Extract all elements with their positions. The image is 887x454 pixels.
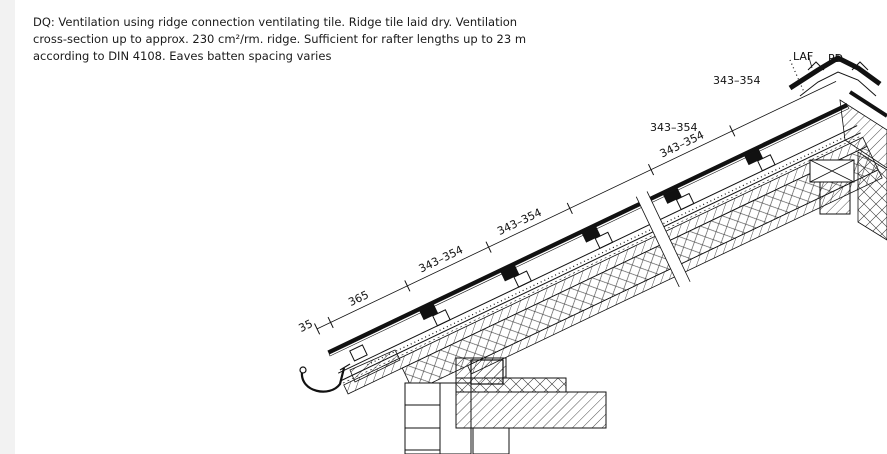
dim-batten-span-1: 343–354: [417, 243, 465, 275]
gutter: [299, 363, 351, 393]
eaves-board: [349, 349, 401, 383]
right-roof-slope: [839, 90, 887, 241]
dim-batten-span-5: 343–354: [713, 74, 761, 87]
floor-slab: [455, 391, 607, 429]
roof-section-drawing: 35 365 343–354 343–354 343–354 343–354 3…: [297, 50, 887, 454]
dim-eaves-365: 365: [346, 288, 371, 309]
ridge-detail: LAF PD: [788, 50, 882, 97]
left-roof-slope: 35 365 343–354 343–354 343–354: [297, 81, 883, 395]
dim-batten-span-4: 343–354: [650, 121, 698, 134]
drawing-sheet: DQ: Ventilation using ridge connection v…: [15, 0, 887, 454]
dim-eaves-35: 35: [297, 317, 315, 335]
ridge-purlin: [809, 159, 855, 215]
detail-description: DQ: Ventilation using ridge connection v…: [33, 15, 527, 63]
wall-block: [472, 427, 510, 454]
roof-battens: [349, 154, 776, 362]
dim-batten-span-2: 343–354: [495, 206, 543, 238]
label-laf: LAF: [793, 50, 813, 63]
label-pd: PD: [828, 52, 843, 65]
roof-tiles: [327, 103, 850, 357]
